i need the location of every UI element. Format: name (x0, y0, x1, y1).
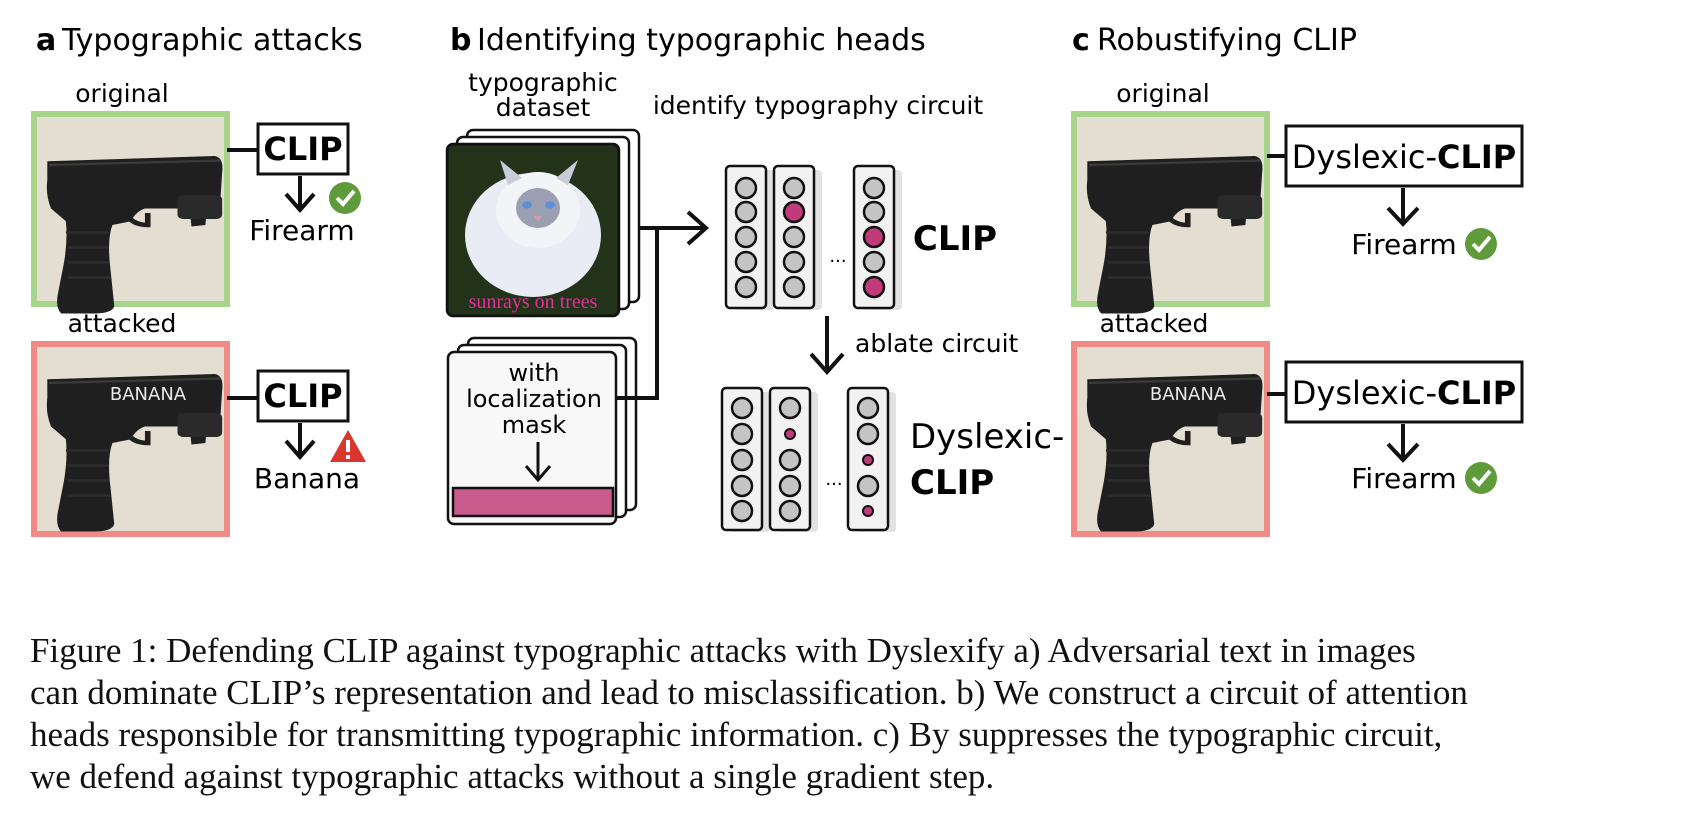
model-prefix: Dyslexic- (1292, 138, 1437, 176)
ellipsis-top: ... (829, 246, 846, 267)
panel-b-dataset-label-2: dataset (496, 93, 591, 122)
panel-c-model-box-top: Dyslexic-CLIP (1284, 124, 1524, 188)
model-prefix: Dyslexic- (1292, 374, 1437, 412)
panel-b: b Identifying typographic heads typograp… (445, 23, 1064, 532)
arrow-down-icon (284, 176, 316, 214)
panel-c: c Robustifying CLIP original Dyslexic-CL… (1071, 23, 1524, 537)
panel-a-attacked-label: attacked (68, 309, 177, 338)
network-bottom: ... (720, 386, 896, 532)
panel-a-clip-label-bottom: CLIP (263, 377, 342, 415)
figure-caption: Figure 1: Defending CLIP against typogra… (30, 630, 1660, 798)
typographic-dataset-stack: sunrays on trees (445, 128, 641, 318)
ellipsis-bottom: ... (825, 469, 842, 490)
network-bottom-label-1: Dyslexic- (910, 417, 1064, 457)
caption-line-1: Figure 1: Defending CLIP against typogra… (30, 631, 1416, 670)
arrow-down-icon (284, 423, 316, 461)
arrow-down-icon (1386, 424, 1420, 463)
network-top-label: CLIP (913, 219, 997, 259)
panel-a-pred-original: Firearm (249, 214, 354, 247)
panel-a-attacked-photo: BANANA (31, 341, 230, 537)
panel-c-model-label-bottom: Dyslexic-CLIP (1292, 374, 1516, 412)
panel-c-model-label-top: Dyslexic-CLIP (1292, 138, 1516, 176)
check-icon (1465, 228, 1497, 260)
cat-image (449, 146, 617, 314)
caption-line-2: can dominate CLIP’s representation and l… (30, 673, 1468, 712)
mask-label-3: mask (502, 411, 567, 439)
panel-a-clip-box-top: CLIP (256, 122, 350, 176)
mask-label-1: with (509, 359, 560, 387)
panel-a-overlay-text: BANANA (110, 384, 187, 405)
panel-a: a Typographic attacks original CLIP Fire… (31, 23, 366, 537)
warning-icon (330, 430, 366, 462)
network-bottom-label-2: CLIP (910, 463, 994, 503)
panel-a-clip-box-bottom: CLIP (256, 369, 350, 423)
caption-line-3: heads responsible for transmitting typog… (30, 715, 1443, 754)
panel-c-pred-original: Firearm (1351, 228, 1456, 261)
panel-b-dataset-label-1: typographic (468, 68, 618, 97)
check-icon (329, 182, 361, 214)
panel-c-letter: c (1072, 23, 1090, 58)
mask-label-2: localization (466, 385, 602, 413)
panel-a-clip-label-top: CLIP (263, 130, 342, 168)
panel-c-model-box-bottom: Dyslexic-CLIP (1284, 360, 1524, 424)
arrow-down-icon (524, 442, 552, 483)
panel-a-original-photo (31, 111, 230, 314)
circuit-label: identify typography circuit (653, 91, 984, 120)
network-top: ... (724, 164, 902, 310)
panel-b-letter: b (450, 23, 471, 58)
figure-diagram: a Typographic attacks original CLIP Fire… (31, 23, 1524, 537)
arrow-down-icon (809, 316, 845, 376)
panel-b-title: Identifying typographic heads (477, 23, 926, 58)
panel-a-letter: a (36, 23, 56, 58)
panel-c-original-label: original (1116, 79, 1209, 108)
panel-c-original-photo (1071, 111, 1270, 314)
panel-c-overlay-text: BANANA (1150, 384, 1227, 405)
mask-stack: with localization mask (446, 336, 638, 526)
mask-bar (451, 486, 615, 518)
panel-c-attacked-label: attacked (1100, 309, 1209, 338)
panel-a-pred-attacked: Banana (254, 462, 360, 495)
caption-line-4: we defend against typographic attacks wi… (30, 757, 995, 796)
panel-a-original-label: original (75, 79, 168, 108)
panel-c-title: Robustifying CLIP (1097, 23, 1357, 58)
ablate-label: ablate circuit (855, 329, 1019, 358)
panel-c-pred-attacked: Firearm (1351, 462, 1456, 495)
check-icon (1465, 462, 1497, 494)
panel-c-attacked-photo: BANANA (1071, 341, 1270, 537)
arrow-down-icon (1386, 188, 1420, 227)
panel-a-title: Typographic attacks (61, 23, 363, 58)
cat-caption-text: sunrays on trees (469, 291, 598, 313)
model-suffix: CLIP (1437, 138, 1516, 176)
model-suffix: CLIP (1437, 374, 1516, 412)
arrow-right-icon (640, 210, 710, 246)
